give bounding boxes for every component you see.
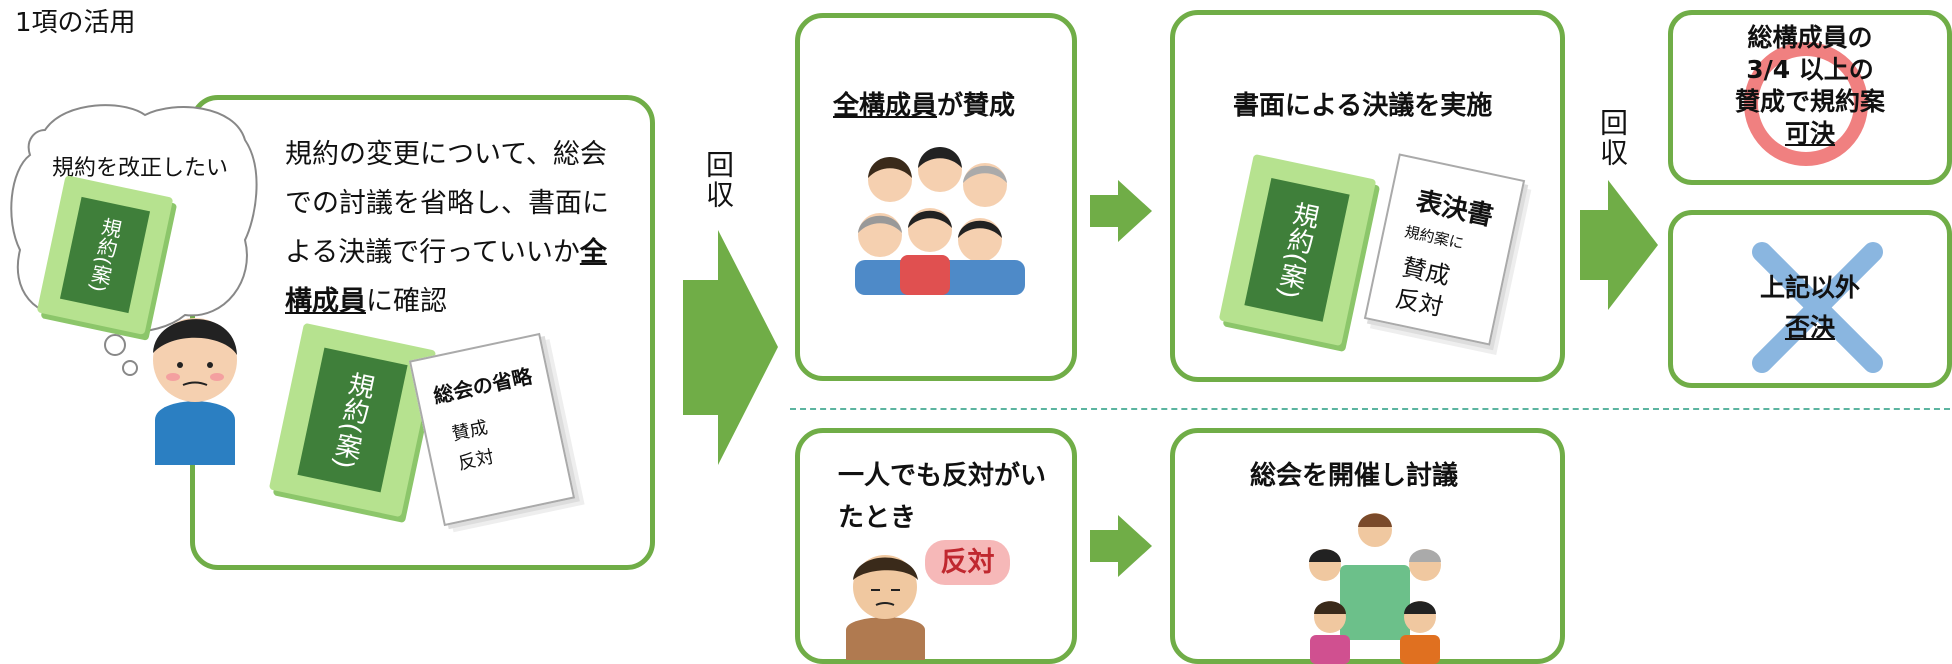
proposal-box <box>190 95 655 570</box>
pass-word: 可決 <box>1784 119 1835 148</box>
fail-cross-icon <box>1752 242 1883 373</box>
pass-text: 総構成員の 3/4 以上の 賛成で規約案 可決 <box>1668 22 1952 150</box>
fail-text: 上記以外 否決 <box>1668 268 1952 348</box>
worried-person-icon <box>153 318 237 465</box>
written-resolution-label: 書面による決議を実施 <box>1233 91 1493 121</box>
collect-label-2: 回収 <box>1596 108 1629 168</box>
pass-circle-icon <box>1744 42 1868 166</box>
all-agree-label: 全構成員が賛成 <box>833 85 1015 122</box>
arrow-1 <box>1090 180 1152 242</box>
general-meeting-label: 総会を開催し討議 <box>1250 461 1459 491</box>
pass-line2: 3/4 以上の <box>1746 55 1874 84</box>
pass-line3: 賛成で規約案 <box>1734 87 1885 116</box>
collect-label-1: 回収 <box>702 150 735 210</box>
dashed-divider <box>790 408 1950 410</box>
fail-line1: 上記以外 <box>1759 273 1860 302</box>
big-right-arrow <box>683 230 778 465</box>
pass-line1: 総構成員の <box>1747 23 1873 52</box>
arrow-2 <box>1580 180 1658 310</box>
page-heading: 1項の活用 <box>15 8 136 38</box>
thought-text: 規約を改正したい <box>52 156 229 181</box>
proposal-text-highlight: 全構成員 <box>285 237 607 317</box>
proposal-text: 規約の変更について、総会での討議を省略し、書面による決議で行っていいか全構成員に… <box>285 130 625 326</box>
paper-title: 総会の省略 <box>431 363 535 409</box>
general-meeting-box <box>1170 428 1565 664</box>
meeting-group-icon <box>1309 513 1441 664</box>
paper-line2: 反対 <box>456 446 496 475</box>
objection-badge: 反対 <box>925 540 1010 585</box>
proposal-text-part2: に確認 <box>366 286 447 317</box>
paper-line1: 賛成 <box>450 417 490 446</box>
cheering-group-icon <box>855 147 1025 295</box>
all-agree-box <box>795 13 1077 381</box>
fail-word: 否決 <box>1784 313 1835 342</box>
arrow-3 <box>1090 515 1152 577</box>
objection-text: 一人でも反対がいたとき <box>838 461 1047 533</box>
all-agree-highlight: 全構成員 <box>833 91 938 121</box>
all-agree-rest: が賛成 <box>937 91 1016 121</box>
proposal-text-part1: 規約の変更について、総会での討議を省略し、書面による決議で行っていいか <box>285 139 609 268</box>
objecting-person-icon <box>846 555 925 660</box>
